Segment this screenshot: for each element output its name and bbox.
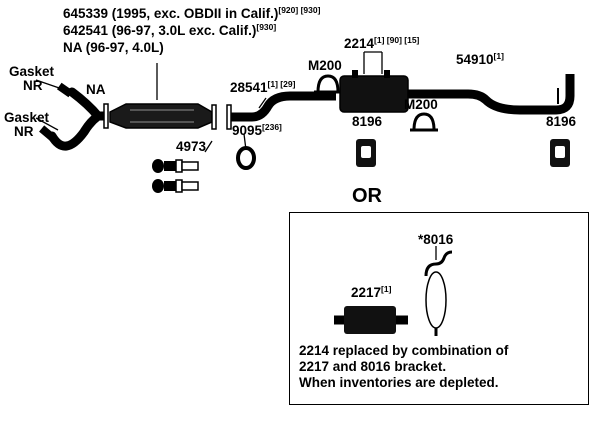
- front-pipe: [226, 91, 336, 130]
- label-9095: 9095[236]: [232, 122, 282, 138]
- label-642541: 642541 (96-97, 3.0L exc. Calif.)[930]: [63, 22, 277, 38]
- label-gasket-lower: Gasket: [4, 110, 50, 125]
- label-28541: 28541[1] [29]: [230, 79, 296, 95]
- leader-lines: [35, 51, 437, 260]
- label-8016: *8016: [418, 232, 454, 247]
- note-line-1: 2214 replaced by combination of: [299, 343, 509, 358]
- label-m200-b: M200: [404, 97, 438, 112]
- label-na-side: NA: [86, 82, 106, 97]
- label-gasket-upper-nr: NR: [23, 78, 43, 93]
- note-line-2: 2217 and 8016 bracket.: [299, 359, 447, 374]
- muffler-2217: [334, 306, 408, 334]
- muffler: [339, 70, 418, 113]
- alternative-parts-box: [289, 212, 589, 405]
- label-m200-a: M200: [308, 58, 342, 73]
- gasket-ring: [236, 146, 256, 170]
- hanger: [356, 139, 570, 167]
- clamp: [314, 74, 438, 132]
- label-2214: 2214[1] [90] [15]: [344, 35, 420, 51]
- catalytic-converter: [109, 103, 217, 130]
- label-na: NA (96-97, 4.0L): [63, 40, 164, 55]
- label-4973: 4973: [176, 139, 207, 154]
- bolt-set: [152, 159, 199, 193]
- label-54910: 54910[1]: [456, 51, 504, 67]
- label-gasket-lower-nr: NR: [14, 124, 34, 139]
- bracket-8016: [424, 250, 453, 336]
- y-pipe: [39, 82, 109, 151]
- label-645339: 645339 (1995, exc. OBDII in Calif.)[920]…: [63, 5, 321, 21]
- note-line-3: When inventories are depleted.: [299, 375, 499, 390]
- or-label: OR: [352, 185, 382, 207]
- label-gasket-upper: Gasket: [9, 64, 55, 79]
- tailpipe: [418, 74, 575, 115]
- label-8196-b: 8196: [546, 114, 577, 129]
- label-2217: 2217[1]: [351, 284, 392, 300]
- label-8196-a: 8196: [352, 114, 383, 129]
